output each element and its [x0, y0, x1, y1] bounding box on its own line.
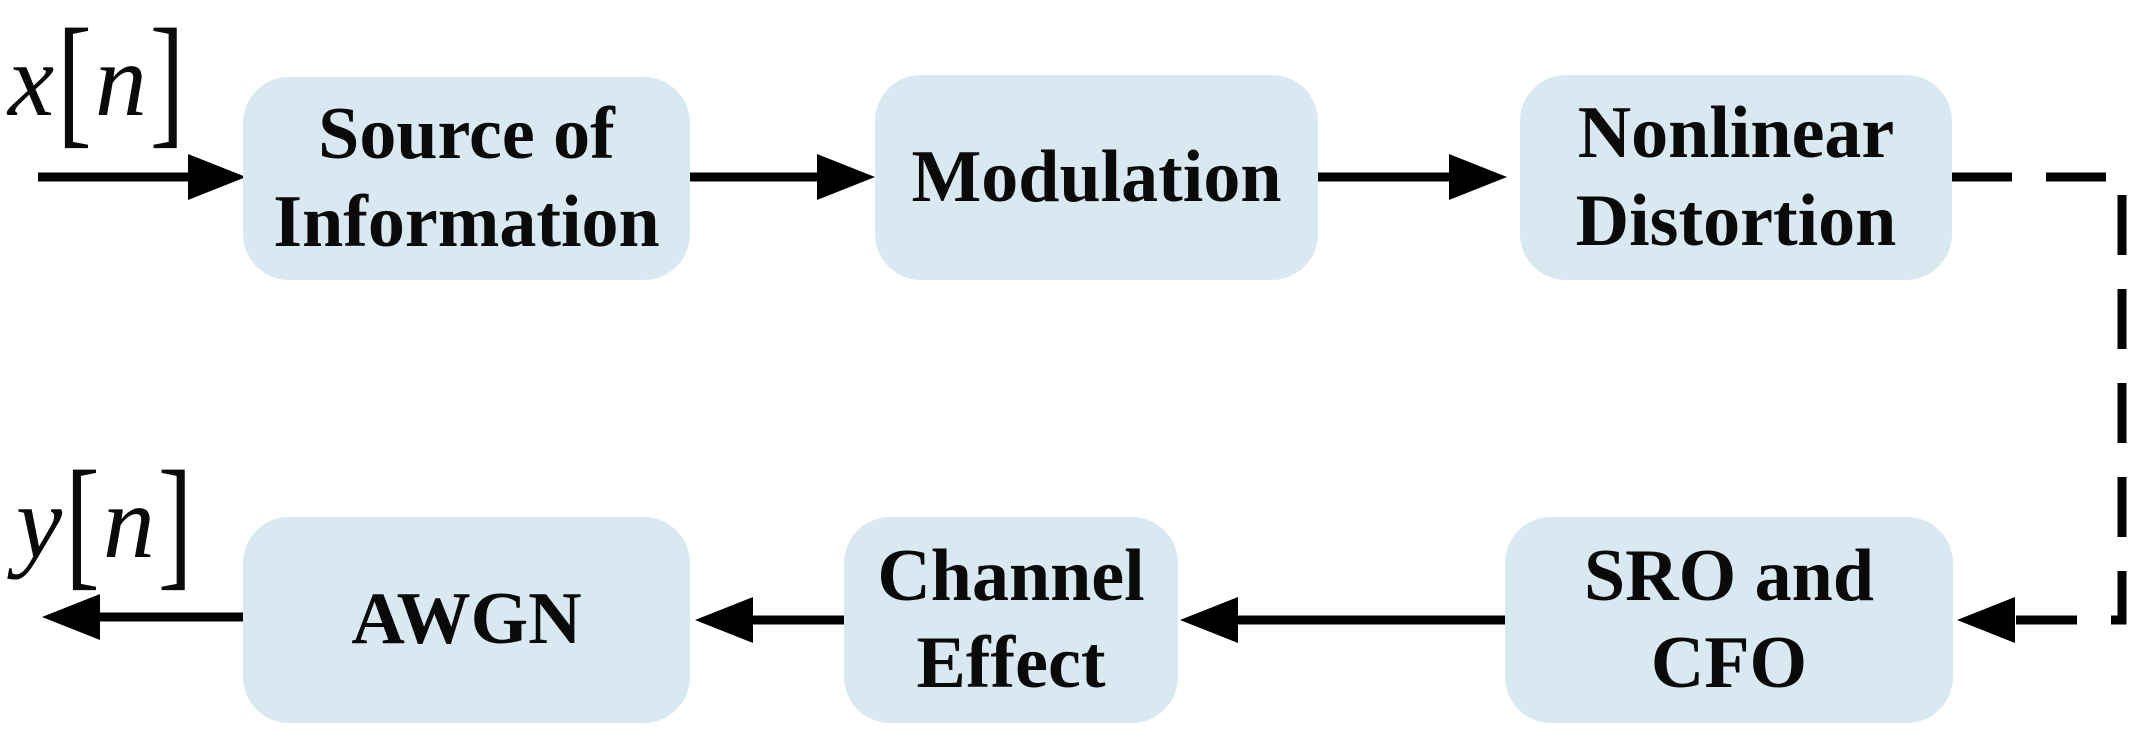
block-label-line: Source of: [318, 93, 615, 176]
block-label-line: CFO: [1650, 622, 1808, 704]
output-symbol: y: [16, 465, 63, 580]
arrowhead: [1180, 597, 1238, 643]
block-sro-and-cfo: SRO and CFO: [1505, 517, 1953, 723]
block-label-line: Channel: [877, 534, 1145, 617]
block-label-line: SRO and: [1584, 534, 1874, 617]
arrow-awgn-to-output: [42, 594, 243, 640]
block-label-line: Information: [273, 180, 660, 263]
block-label-line: Modulation: [911, 135, 1282, 218]
block-label-line: Nonlinear: [1577, 92, 1895, 175]
arrow-input-x: [38, 154, 246, 200]
arrowhead: [188, 154, 246, 200]
arrowhead: [1449, 154, 1507, 200]
block-nonlinear-distortion: Nonlinear Distortion: [1520, 75, 1952, 280]
block-label-line: AWGN: [351, 578, 582, 661]
output-index: n: [102, 465, 155, 580]
input-symbol: x: [8, 23, 55, 138]
block-awgn: AWGN: [243, 517, 690, 723]
connector-nonlinear-to-sro-dashed: [1952, 172, 2127, 643]
block-label-line: Effect: [916, 622, 1106, 704]
block-source-of-information: Source of Information: [243, 77, 690, 280]
block-modulation: Modulation: [875, 75, 1318, 280]
close-bracket: ]: [157, 441, 193, 603]
close-bracket: ]: [149, 0, 185, 161]
arrow-sro-to-channel: [1180, 597, 1505, 643]
arrow-source-to-modulation: [690, 154, 875, 200]
open-bracket: [: [57, 0, 92, 161]
open-bracket: [: [65, 441, 100, 603]
arrow-modulation-to-nonlinear: [1318, 154, 1507, 200]
block-channel-effect: Channel Effect: [844, 517, 1178, 723]
arrowhead: [42, 594, 100, 640]
arrowhead: [695, 597, 753, 643]
output-signal-label: y [ n ]: [16, 448, 195, 598]
block-label-line: Distortion: [1575, 179, 1897, 262]
arrowhead: [817, 154, 875, 200]
arrowhead: [1957, 597, 2015, 643]
arrow-channel-to-awgn: [695, 597, 844, 643]
input-index: n: [94, 23, 147, 138]
input-signal-label: x [ n ]: [8, 6, 187, 156]
